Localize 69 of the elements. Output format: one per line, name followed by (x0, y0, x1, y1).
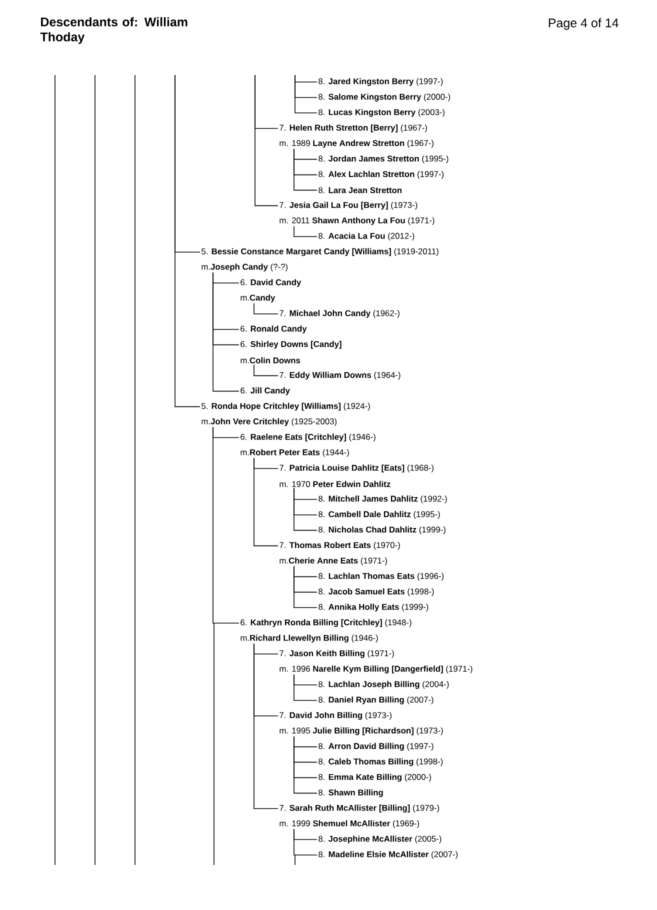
person-entry: 7. Eddy William Downs (1964-) (280, 372, 400, 380)
person-entry: 5. Bessie Constance Margaret Candy [Williams] (1919-2011) (202, 248, 438, 256)
person-entry: m. 1995 Julie Billing [Richardson] (1973-) (280, 727, 443, 736)
person-entry: m.Joseph Candy (?-?) (202, 264, 288, 272)
person-entry: m.Robert Peter Eats (1944-) (240, 449, 349, 457)
person-entry: 6. Kathryn Ronda Billing [Critchley] (1948-) (240, 619, 412, 628)
person-entry: 6. Shirley Downs [Candy] (240, 340, 342, 349)
person-entry: 8. Caleb Thomas Billing (1998-) (318, 758, 443, 766)
person-entry: m. 1970 Peter Edwin Dahlitz (280, 480, 390, 488)
person-entry: 7. Jesia Gail La Fou [Berry] (1973-) (280, 202, 418, 210)
connector-line (294, 674, 318, 701)
connector-line (174, 74, 200, 408)
connector-line (212, 272, 240, 392)
person-entry: m.Cherie Anne Eats (1971-) (280, 557, 387, 566)
person-entry: 8. Josephine McAllister (2005-) (318, 836, 442, 844)
person-entry: 8. Alex Lachlan Stretton (1997-) (318, 170, 444, 179)
person-entry: 6. Ronald Candy (240, 326, 307, 334)
person-entry: m.Candy (240, 294, 276, 302)
person-entry: m.John Vere Critchley (1925-2003) (202, 418, 337, 426)
connector-line (294, 226, 318, 237)
person-entry: 6. Raelene Eats [Critchley] (1946-) (240, 434, 376, 442)
person-entry: 7. Helen Ruth Stretton [Berry] (1967-) (280, 124, 427, 132)
connector-line (294, 488, 318, 531)
person-entry: 7. David John Billing (1973-) (280, 712, 392, 720)
person-entry: m. 1996 Narelle Kym Billing [Dangerfield] (1971-) (280, 666, 472, 674)
person-entry: m.Richard Llewellyn Billing (1946-) (240, 634, 378, 643)
connector-line (294, 566, 318, 608)
connector-line (294, 736, 318, 794)
connector-line (254, 74, 278, 206)
person-entry: 8. Lucas Kingston Berry (2003-) (318, 108, 444, 117)
person-entry: 8. Shawn Billing (318, 789, 383, 798)
person-entry: 7. Michael John Candy (1962-) (280, 310, 400, 318)
person-entry: 8. Jacob Samuel Eats (1998-) (318, 588, 434, 596)
connector-line (254, 303, 278, 314)
person-entry: 8. Cambell Dale Dahlitz (1995-) (318, 511, 440, 519)
person-entry: 8. Mitchell James Dahlitz (1992-) (318, 496, 447, 504)
person-entry: 7. Sarah Ruth McAllister [Billing] (1979-) (280, 804, 440, 813)
person-entry: m. 1989 Layne Andrew Stretton (1967-) (280, 140, 434, 148)
person-entry: 8. Salome Kingston Berry (2000-) (318, 94, 450, 102)
person-entry: m. 1999 Shemuel McAllister (1969-) (280, 820, 420, 828)
connector-line (212, 426, 240, 624)
person-entry: 8. Emma Kate Billing (2000-) (318, 774, 431, 782)
person-entry: 8. Acacia La Fou (2012-) (318, 232, 414, 241)
person-entry: 8. Lachlan Thomas Eats (1996-) (318, 572, 444, 581)
connector-line (294, 148, 318, 191)
person-entry: 5. Ronda Hope Critchley [Williams] (1924-) (202, 402, 370, 411)
person-entry: 8. Lachlan Joseph Billing (2004-) (318, 680, 449, 689)
person-entry: m. 2011 Shawn Anthony La Fou (1971-) (280, 217, 434, 226)
page-number: Page 4 of 14 (548, 18, 618, 30)
person-entry: 8. Daniel Ryan Billing (2007-) (318, 696, 434, 704)
person-entry: 6. Jill Candy (240, 387, 290, 396)
person-entry: 7. Jason Keith Billing (1971-) (280, 650, 394, 658)
connector-line (254, 643, 278, 809)
person-entry: 8. Lara Jean Stretton (318, 187, 402, 194)
person-entry: 7. Patricia Louise Dahlitz [Eats] (1968-) (280, 464, 434, 472)
person-entry: 8. Nicholas Chad Dahlitz (1999-) (318, 526, 446, 534)
person-entry: 8. Madeline Elsie McAllister (2007-) (318, 851, 458, 859)
connector-line (294, 74, 318, 114)
person-entry: 8. Jared Kingston Berry (1997-) (318, 78, 443, 86)
person-entry: 8. Jordan James Stretton (1995-) (318, 155, 448, 164)
person-entry: 8. Arron David Billing (1997-) (318, 742, 434, 751)
connector-line (254, 364, 278, 376)
connector-line (294, 828, 318, 856)
chart-title: Descendants of: William Thoday (40, 17, 188, 44)
person-entry: m.Colin Downs (240, 357, 300, 364)
connector-line (254, 458, 278, 546)
person-entry: 6. David Candy (240, 279, 302, 287)
person-entry: 7. Thomas Robert Eats (1970-) (280, 542, 400, 550)
person-entry: 8. Annika Holly Eats (1999-) (318, 604, 428, 612)
